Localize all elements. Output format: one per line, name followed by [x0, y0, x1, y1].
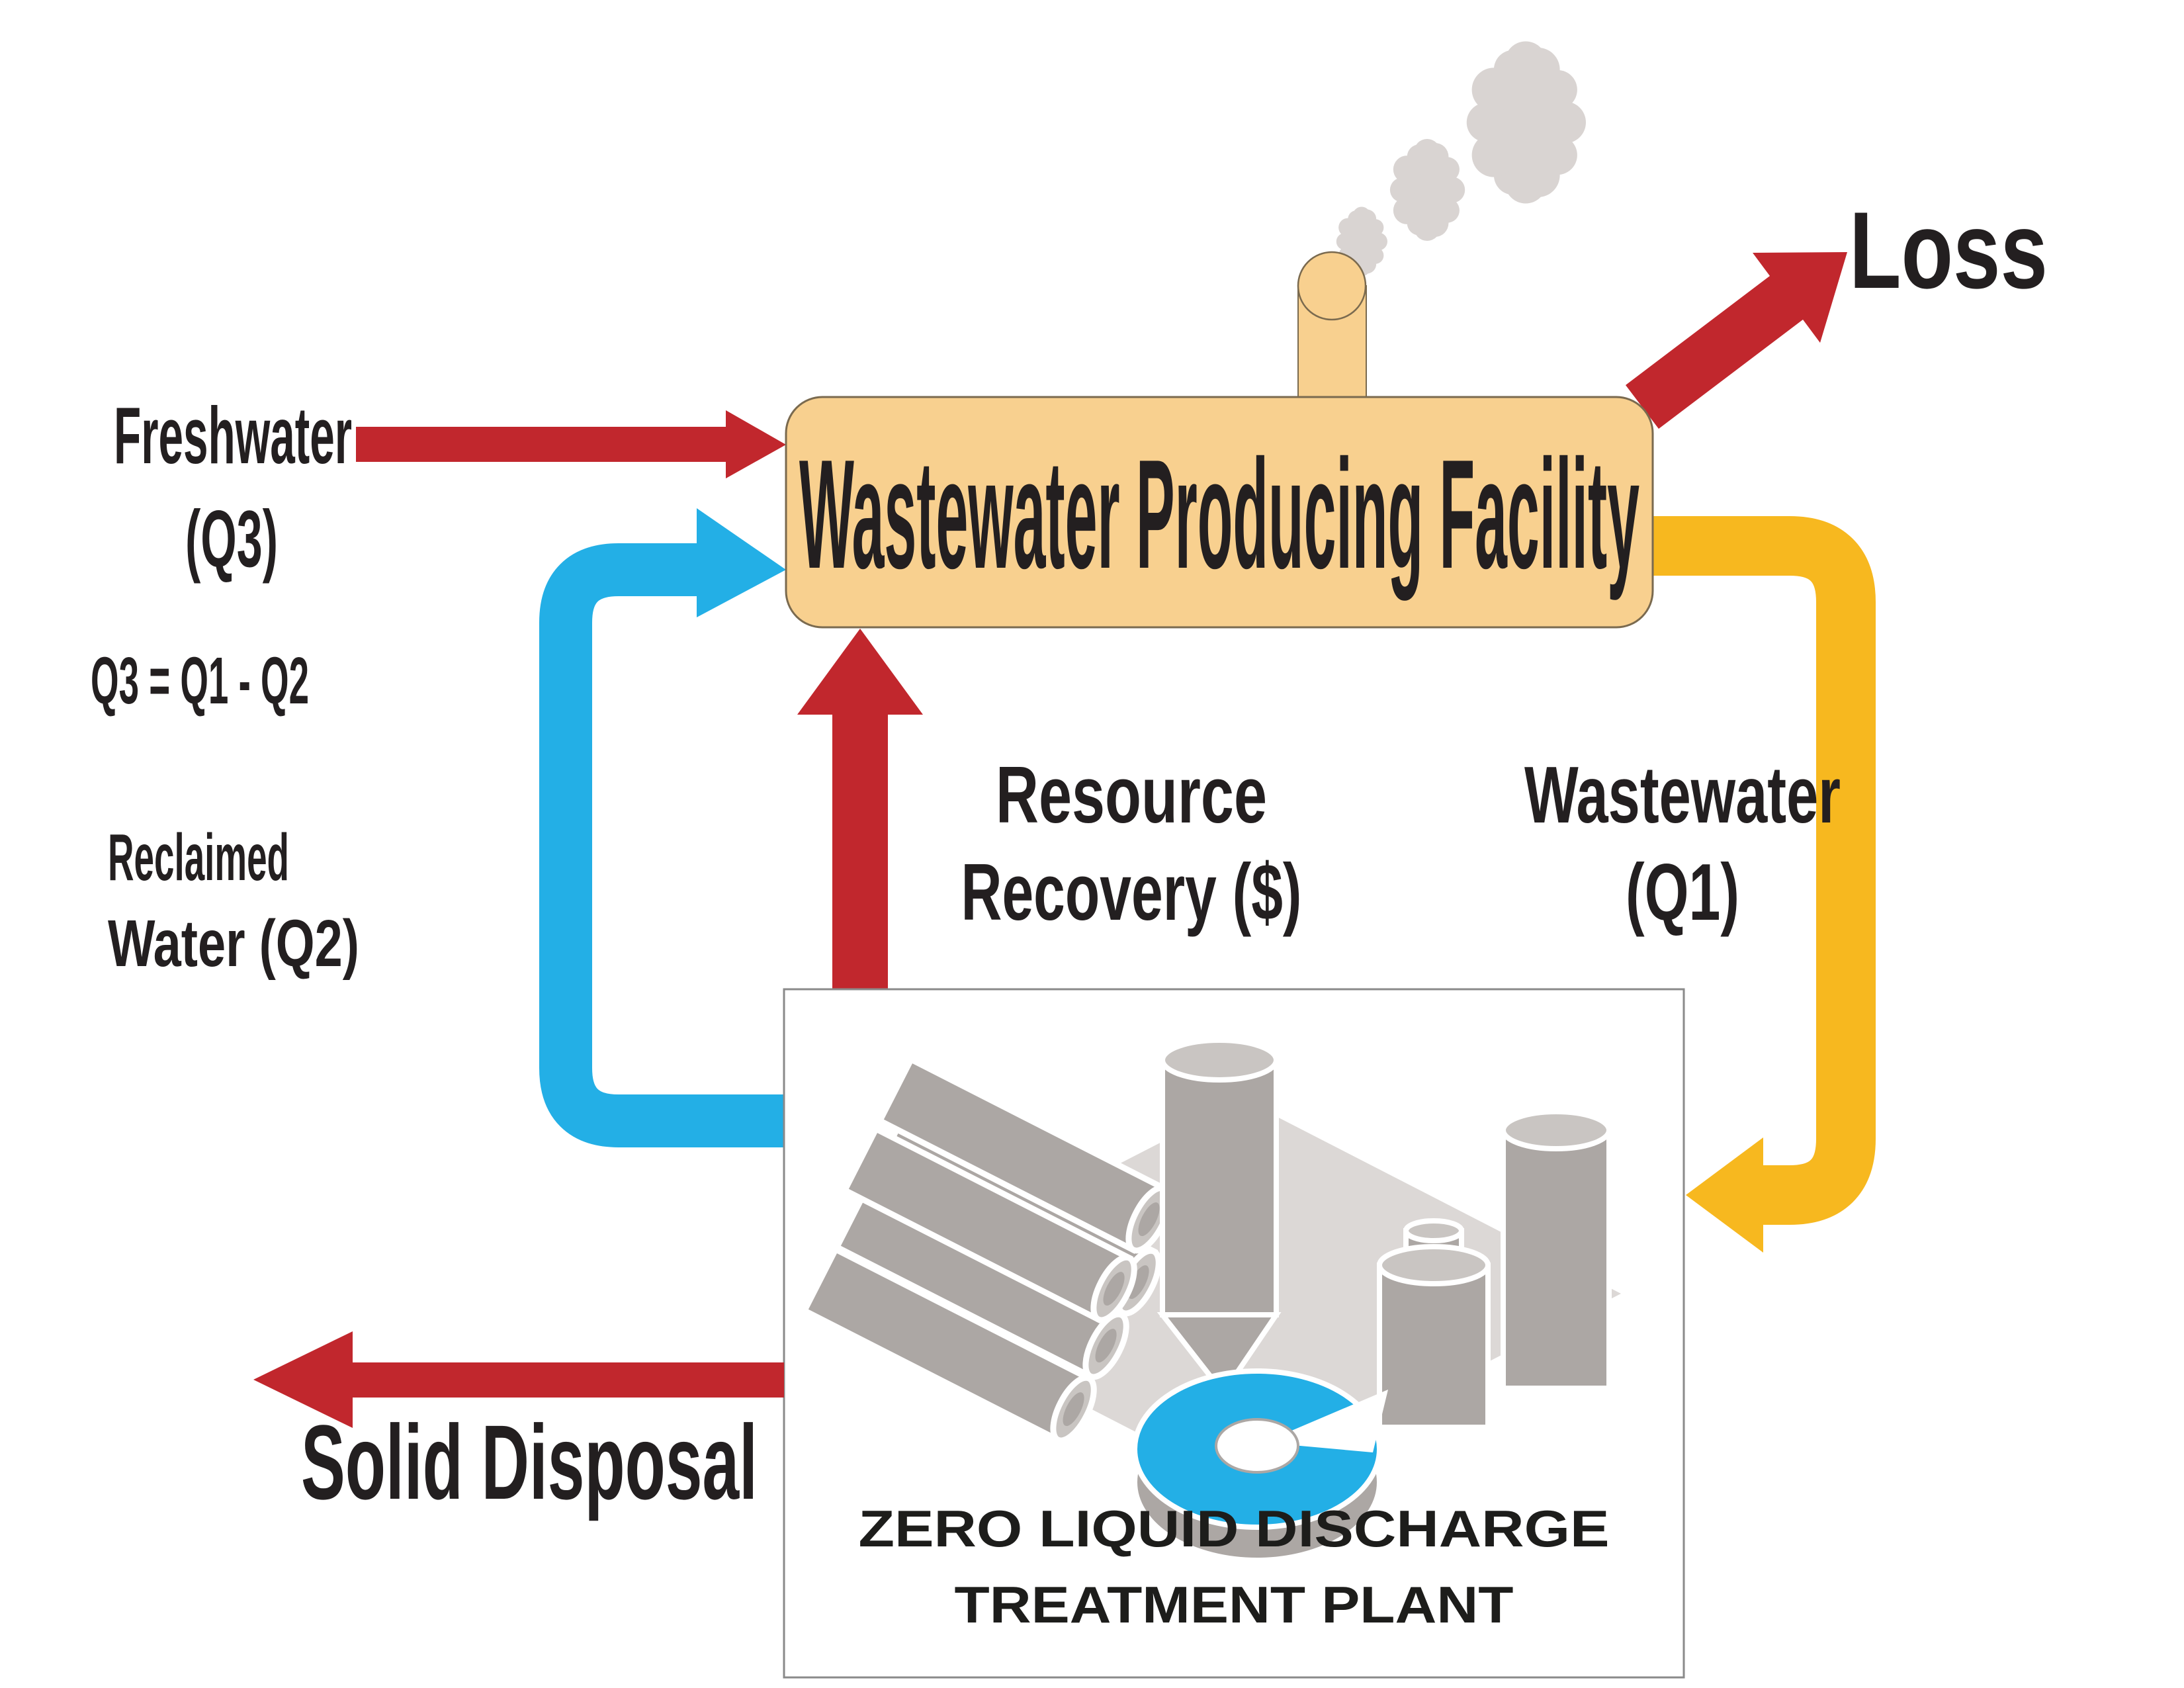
freshwater-arrow	[356, 410, 786, 478]
resource-recovery-arrow	[797, 629, 923, 999]
solid-disposal-arrow	[253, 1331, 784, 1428]
loss-arrow	[1626, 252, 1847, 429]
smoke-clouds-icon	[1336, 41, 1586, 277]
treatment-plant-box: ZERO LIQUID DISCHARGE TREATMENT PLANT	[783, 988, 1685, 1679]
smoke-cloud-medium-icon	[1389, 139, 1465, 241]
reclaimed-water-q2-label: Water (Q2)	[108, 907, 359, 981]
plant-caption-line1: ZERO LIQUID DISCHARGE	[859, 1499, 1610, 1558]
tank-icon	[1501, 1109, 1612, 1391]
equation-label: Q3 = Q1 - Q2	[91, 644, 309, 718]
wastewater-q1-arrow	[1647, 516, 1876, 1253]
resource-recovery-label: Resource	[996, 750, 1267, 840]
silo-icon	[1157, 1038, 1282, 1398]
chimney-icon	[1297, 251, 1367, 400]
reclaimed-water-arrow	[539, 508, 786, 1147]
solid-disposal-label: Solid Disposal	[301, 1403, 758, 1521]
plant-caption-line2: TREATMENT PLANT	[955, 1576, 1514, 1634]
reclaimed-water-label: Reclaimed	[108, 821, 289, 895]
facility-box	[785, 396, 1654, 629]
tank-with-cap-icon	[1377, 1218, 1491, 1430]
freshwater-label: Freshwater	[114, 390, 352, 480]
wastewater-q1-label: (Q1)	[1626, 847, 1739, 937]
treatment-plant-icon	[805, 1038, 1621, 1563]
wastewater-label: Wastewater	[1524, 750, 1841, 840]
clarifier-icon	[1132, 1368, 1388, 1563]
smoke-cloud-large-icon	[1466, 41, 1586, 204]
facility-title: Wastewater Producing Facility	[799, 427, 1639, 601]
resource-recovery-dollar-label: Recovery ($)	[961, 847, 1302, 937]
freshwater-q3-label: (Q3)	[185, 494, 278, 584]
loss-label: Loss	[1849, 189, 2048, 311]
